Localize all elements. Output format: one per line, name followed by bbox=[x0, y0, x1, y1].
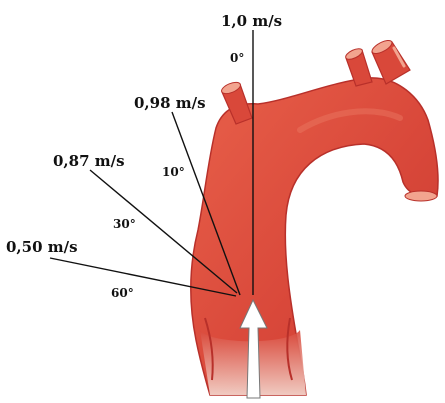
descending-aorta-end bbox=[405, 191, 437, 201]
angle-label-0deg: 0° bbox=[230, 51, 244, 65]
angle-label-60deg: 60° bbox=[111, 286, 134, 300]
speed-label-60deg: 0,50 m/s bbox=[6, 238, 78, 256]
angle-label-30deg: 30° bbox=[113, 217, 136, 231]
speed-label-10deg: 0,98 m/s bbox=[134, 94, 206, 112]
aorta-illustration bbox=[191, 38, 438, 395]
speed-label-30deg: 0,87 m/s bbox=[53, 152, 125, 170]
angle-label-10deg: 10° bbox=[162, 165, 185, 179]
speed-label-0deg: 1,0 m/s bbox=[221, 12, 282, 30]
carotid-branch bbox=[344, 47, 372, 86]
subclavian-branch bbox=[370, 38, 410, 84]
